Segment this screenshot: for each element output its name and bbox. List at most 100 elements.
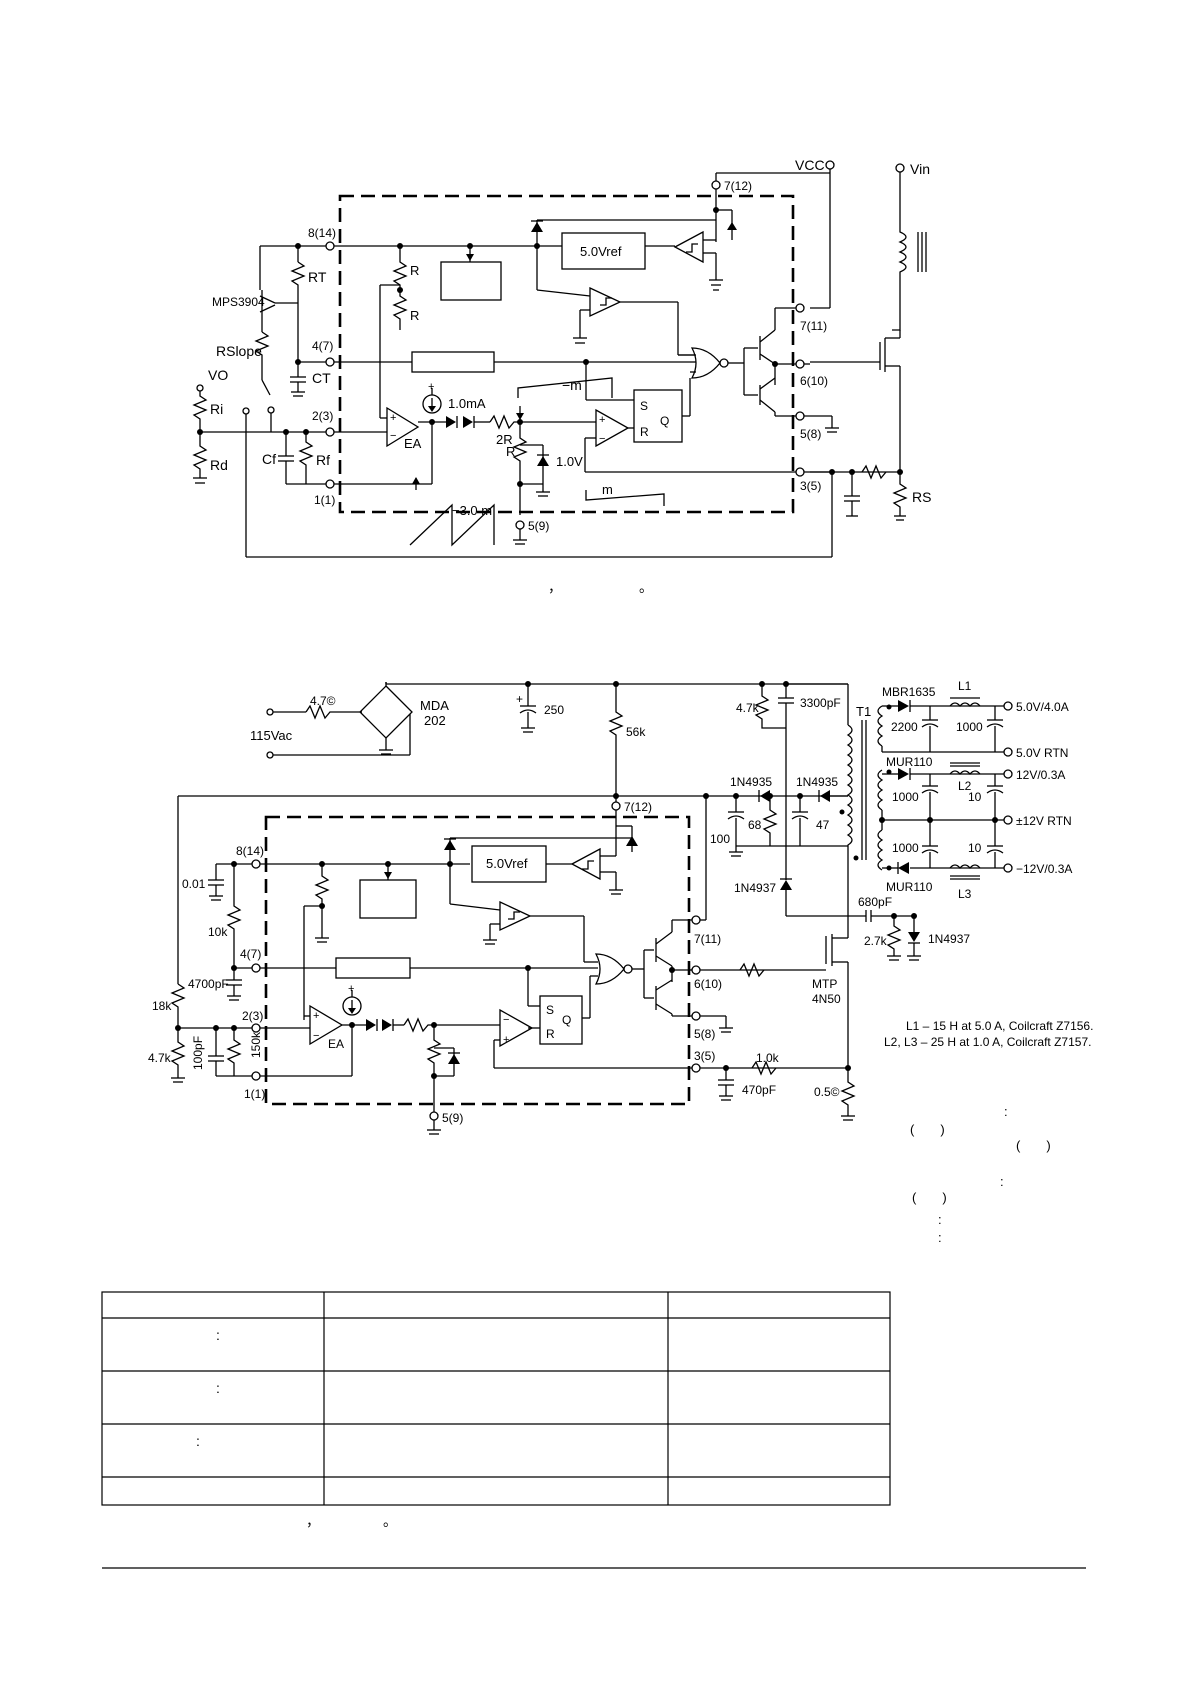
c10b-label: 10 [968,841,982,855]
pin-2-3-label-2: 2(3) [242,1009,263,1023]
error-amp-1 [386,406,420,448]
r10k-label: 10k [208,925,228,939]
pin-1-1-label: 1(1) [314,493,335,507]
d4935b-label: 1N4935 [796,775,838,789]
r47k-label-2: 4.7k [148,1051,172,1065]
svg-text:−: − [390,430,396,442]
side-mark-4: : [1000,1174,1004,1189]
c680-label: 680pF [858,895,892,909]
r-label-1: R [410,263,419,278]
vcc-terminal [825,160,835,170]
c470-label: 470pF [742,1083,776,1097]
vref-label-2: 5.0Vref [486,856,528,871]
bridge-rectifier [359,685,413,739]
figure-2-circuit: 115Vac 4.7© MDA 202 + 250 56k [148,679,1093,1245]
pin-7-12-label-2: 7(12) [624,800,652,814]
current-label: 1.0mA [448,396,486,411]
side-mark-7: : [938,1230,942,1245]
table-row-1-label: : [216,1327,220,1343]
l3-label: L3 [958,887,972,901]
c10a-label: 10 [968,790,982,804]
oscillator-block-2 [359,879,417,919]
pin-4-7-label: 4(7) [312,339,333,353]
pin-7-11-label-2: 7(11) [694,932,721,946]
rslope-label: RSlope [216,343,262,359]
v1-label: 1.0V [556,454,583,469]
minus-3m-label: −3.0 m [452,503,492,518]
r-label-3: R [506,444,515,459]
rf-label: Rf [316,452,330,468]
figure-1-circuit: VCC 7(12) Vin RS [192,157,931,595]
c001-label: 0.01 [182,877,206,891]
sr-latch-2 [539,995,583,1045]
ea-label: EA [404,436,422,451]
side-mark-1: : [1004,1104,1008,1119]
pin-5-9-label: 5(9) [528,519,549,533]
t1-label: T1 [856,704,871,719]
error-amp-2 [309,1004,344,1046]
cf-label: Cf [262,451,276,467]
vac-label: 115Vac [250,728,293,743]
l2-label: L2 [958,779,972,793]
c1000b-label: 1000 [892,790,919,804]
vref-block-2 [471,845,547,883]
c1000a-label: 1000 [956,720,983,734]
svg-text:+: + [348,983,354,995]
pin-5-8-label: 5(8) [800,427,821,441]
pin-5-8-label-2: 5(8) [694,1027,715,1041]
ic-boundary-2 [264,815,691,1106]
out-12v-label: 12V/0.3A [1016,768,1065,782]
c250-label: 250 [544,703,564,717]
rtn-5v-label: 5.0V RTN [1016,746,1068,760]
pin-6-10-label-2: 6(10) [694,977,722,991]
nor-gate-1 [690,347,721,379]
r1k-label: 1.0k [756,1051,780,1065]
pin-2-3-label: 2(3) [312,409,333,423]
mtp-4n50-label: 4N50 [812,992,841,1006]
nor-gate-2 [594,953,625,985]
rt-label: RT [308,269,327,285]
s-label-2: S [546,1003,554,1017]
latching-pwm-block-2 [335,957,411,979]
r47k-label: 4.7k [736,701,760,715]
table-row-2-label: : [216,1380,220,1396]
mbr1635-label: MBR1635 [882,685,936,699]
c1000c-label: 1000 [892,841,919,855]
side-mark-2: ( ) [910,1122,945,1137]
r56k-label: 56k [626,725,646,739]
s-label: S [640,399,648,413]
pin-7-11-label: 7(11) [800,319,827,333]
side-mark-5: ( ) [912,1190,947,1205]
c3300-label: 3300pF [800,696,841,710]
c2200-label: 2200 [891,720,918,734]
c100pf-label: 100pF [191,1036,205,1070]
mur110-label-2: MUR110 [886,880,933,894]
pin-4-7-label-2: 4(7) [240,947,261,961]
d4937b-label: 1N4937 [928,932,970,946]
d4937a-label: 1N4937 [734,881,776,895]
r27k-label: 2.7k [864,934,888,948]
vref-label: 5.0Vref [580,244,622,259]
r2r-label: 2R [496,432,513,447]
pin-3-5-label-2: 3(5) [694,1049,715,1063]
side-mark-6: : [938,1212,942,1227]
r05-label: 0.5© [814,1085,840,1099]
out-5v-label: 5.0V/4.0A [1016,700,1069,714]
table-caption: ， 。 [306,1513,397,1529]
mur110-label-1: MUR110 [886,755,933,769]
rd-label: Rd [210,457,228,473]
r68-label: 68 [748,818,762,832]
svg-text:+: + [313,1010,319,1022]
vo-label: VO [208,367,228,383]
note-l2-l3: L2, L3 – 25 H at 1.0 A, Coilcraft Z7157. [884,1035,1091,1049]
svg-text:+: + [516,692,523,706]
table-row-3-label: : [196,1433,200,1449]
c4700-label: 4700pF [188,977,229,991]
pin-8-14-label-2: 8(14) [236,844,264,858]
pin-1-1-label-2: 1(1) [244,1087,265,1101]
svg-text:+: + [428,381,434,393]
cs-comparator-1 [595,408,630,448]
oscillator-block [440,261,502,301]
